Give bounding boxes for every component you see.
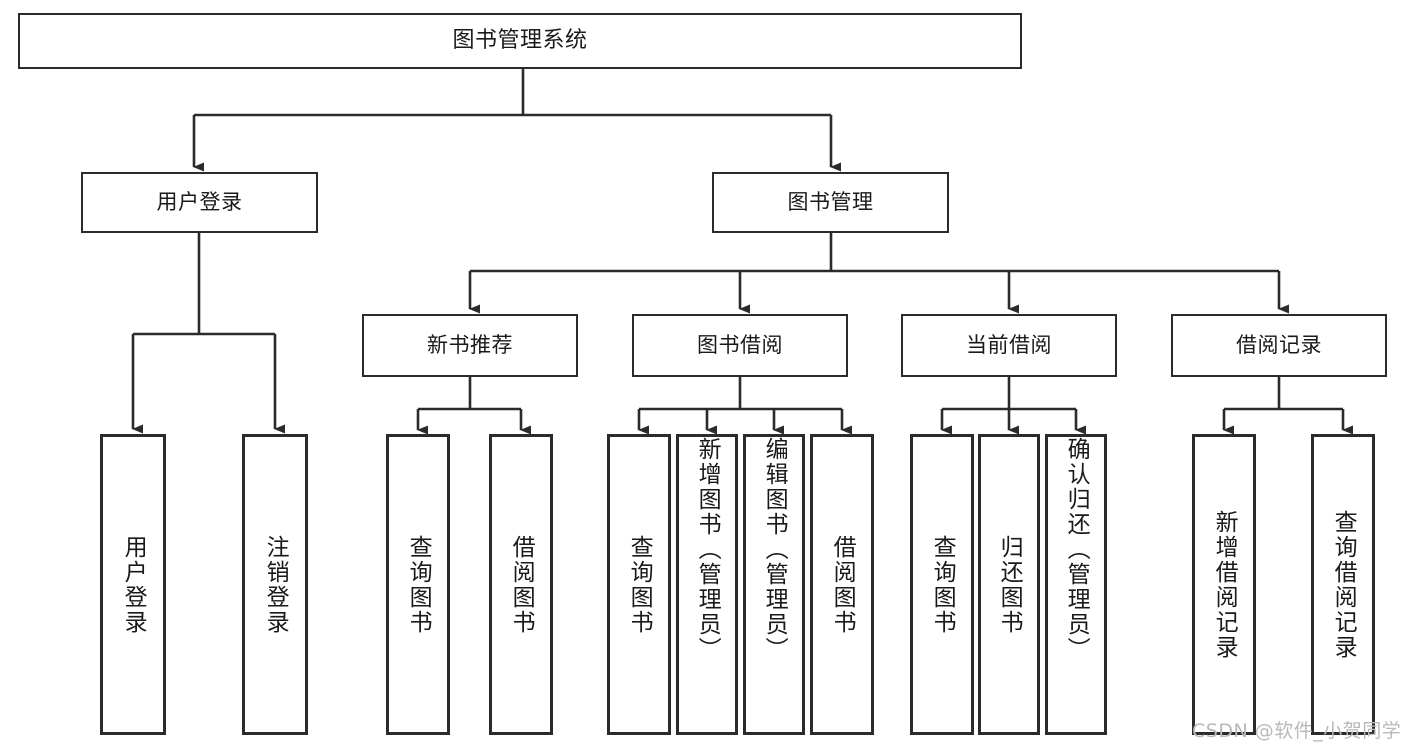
leaf-edit-book-admin[interactable]: 编辑图书（管理员）	[743, 434, 805, 735]
node-borrow-record-label: 借阅记录	[1236, 333, 1322, 358]
node-root[interactable]: 图书管理系统	[18, 13, 1022, 69]
node-borrow-record[interactable]: 借阅记录	[1171, 314, 1387, 377]
leaf-borrow-book[interactable]: 借阅图书	[810, 434, 874, 735]
leaf-add-book-admin[interactable]: 新增图书（管理员）	[676, 434, 738, 735]
leaf-borrow-book-recommend[interactable]: 借阅图书	[489, 434, 553, 735]
leaf-logout[interactable]: 注销登录	[242, 434, 308, 735]
node-user-login-label: 用户登录	[156, 190, 243, 215]
leaf-edit-book-admin-label: 编辑图书（管理员）	[761, 437, 788, 662]
leaf-add-borrow-record[interactable]: 新增借阅记录	[1192, 434, 1256, 735]
leaf-query-book-current-label: 查询图书	[929, 534, 956, 635]
leaf-query-borrow-record[interactable]: 查询借阅记录	[1311, 434, 1375, 735]
node-current-borrow[interactable]: 当前借阅	[901, 314, 1117, 377]
leaf-query-book-recommend[interactable]: 查询图书	[386, 434, 450, 735]
node-book-management-label: 图书管理	[787, 190, 874, 215]
node-user-login[interactable]: 用户登录	[81, 172, 318, 233]
leaf-user-login-label: 用户登录	[120, 534, 147, 635]
leaf-query-book-borrow[interactable]: 查询图书	[607, 434, 671, 735]
node-new-book-recommend-label: 新书推荐	[427, 333, 513, 358]
csdn-watermark: CSDN @软件_小贺同学	[1192, 720, 1402, 742]
node-new-book-recommend[interactable]: 新书推荐	[362, 314, 578, 377]
leaf-return-book-label: 归还图书	[996, 534, 1023, 635]
leaf-borrow-book-recommend-label: 借阅图书	[508, 534, 535, 635]
leaf-confirm-return-admin-label: 确认归还（管理员）	[1063, 437, 1090, 662]
leaf-logout-label: 注销登录	[262, 534, 289, 635]
leaf-confirm-return-admin[interactable]: 确认归还（管理员）	[1045, 434, 1107, 735]
node-book-management[interactable]: 图书管理	[712, 172, 949, 233]
node-book-borrow[interactable]: 图书借阅	[632, 314, 848, 377]
leaf-add-book-admin-label: 新增图书（管理员）	[694, 437, 721, 662]
leaf-return-book[interactable]: 归还图书	[978, 434, 1040, 735]
leaf-borrow-book-label: 借阅图书	[829, 534, 856, 635]
leaf-query-book-recommend-label: 查询图书	[405, 534, 432, 635]
leaf-user-login[interactable]: 用户登录	[100, 434, 166, 735]
node-current-borrow-label: 当前借阅	[966, 333, 1052, 358]
leaf-add-borrow-record-label: 新增借阅记录	[1211, 509, 1238, 660]
leaf-query-book-current[interactable]: 查询图书	[910, 434, 974, 735]
node-book-borrow-label: 图书借阅	[697, 333, 783, 358]
leaf-query-borrow-record-label: 查询借阅记录	[1330, 509, 1357, 660]
leaf-query-book-borrow-label: 查询图书	[626, 534, 653, 635]
node-root-label: 图书管理系统	[452, 28, 588, 54]
